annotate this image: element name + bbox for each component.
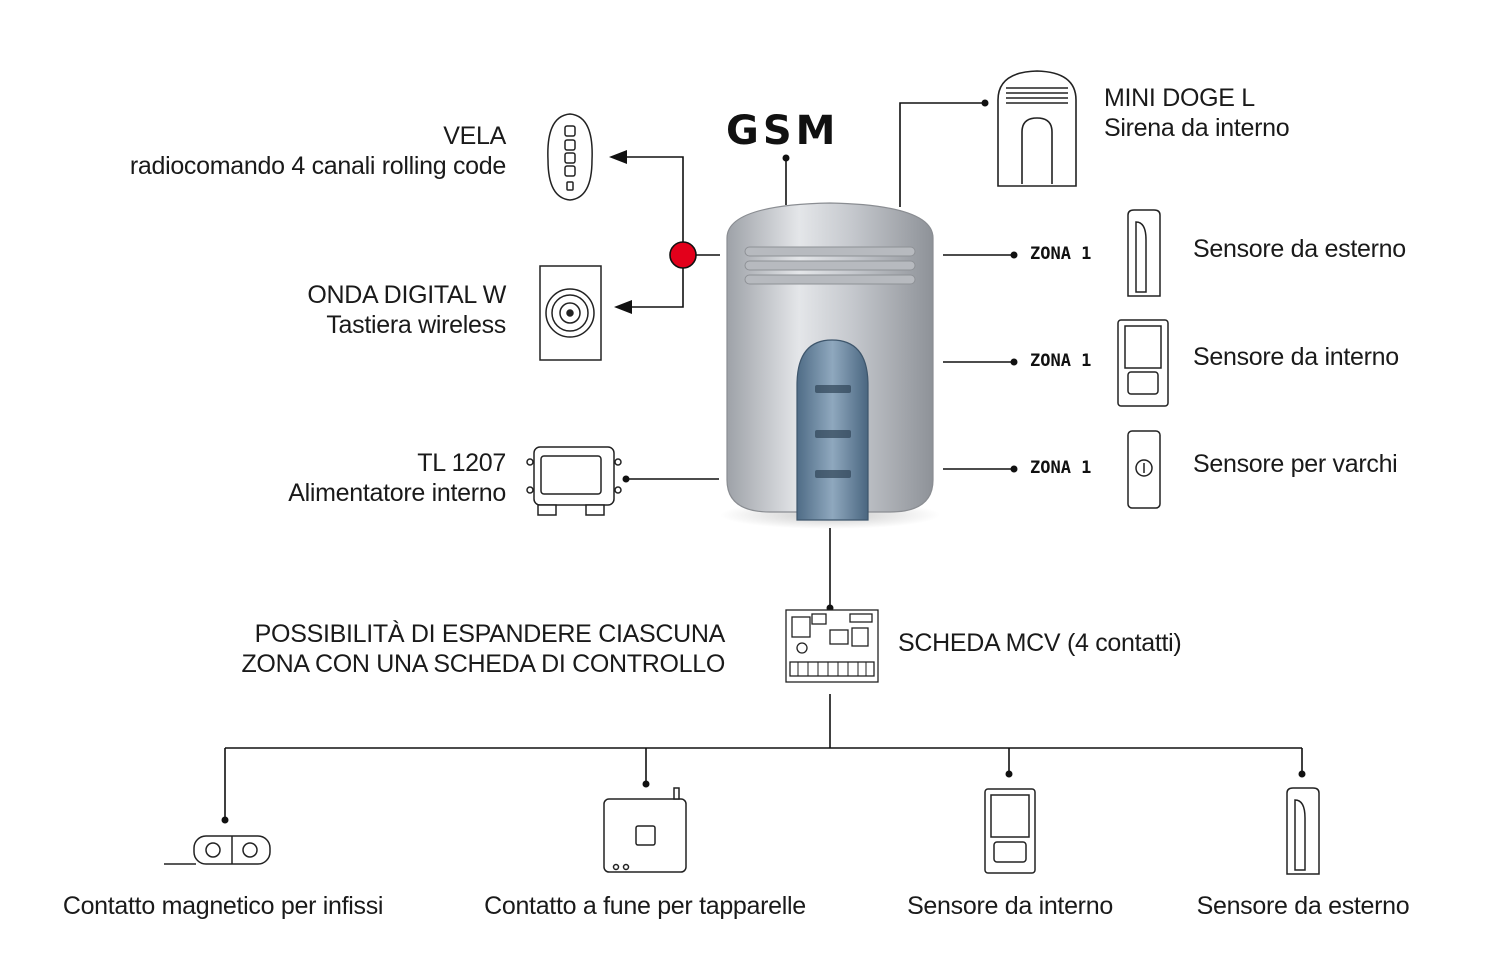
vela-label: VELA radiocomando 4 canali rolling code: [130, 121, 506, 181]
arrow-to-vela: [609, 150, 627, 164]
bottom-label-magnetic: Contatto magnetico per infissi: [62, 892, 384, 920]
tl1207-psu-icon: [526, 446, 622, 516]
siren-line: [899, 102, 985, 207]
onda-title: ONDA DIGITAL W: [307, 281, 506, 309]
onda-label: ONDA DIGITAL W Tastiera wireless: [307, 280, 506, 340]
bottom-label-outdoor: Sensore da esterno: [1196, 892, 1410, 920]
zone-label-1: ZONA 1: [1030, 244, 1092, 264]
expansion-note: POSSIBILITÀ DI ESPANDERE CIASCUNA ZONA C…: [241, 619, 725, 679]
zone-label-3: ZONA 1: [1030, 458, 1092, 478]
rope-contact-icon: [603, 787, 687, 873]
indoor-sensor-icon: [1117, 319, 1169, 407]
expansion-note-line2: ZONA CON UNA SCHEDA DI CONTROLLO: [241, 650, 725, 678]
alarm-hub: [720, 202, 940, 529]
onda-line: [618, 255, 684, 308]
tl1207-label: TL 1207 Alimentatore interno: [288, 448, 506, 508]
zone-label-2: ZONA 1: [1030, 351, 1092, 371]
siren-subtitle: Sirena da interno: [1104, 114, 1290, 142]
vela-remote-icon: [547, 113, 593, 201]
siren-label: MINI DOGE L Sirena da interno: [1104, 83, 1290, 143]
arrow-to-onda: [614, 300, 632, 314]
endpoint-dots: [221, 99, 1306, 824]
expansion-note-line1: POSSIBILITÀ DI ESPANDERE CIASCUNA: [254, 620, 726, 648]
vela-title: VELA: [443, 122, 506, 150]
vela-subtitle: radiocomando 4 canali rolling code: [129, 152, 506, 180]
door-sensor-icon: [1127, 430, 1161, 509]
outdoor-sensor-bottom-icon: [1286, 787, 1320, 875]
vela-line: [612, 156, 720, 256]
tl1207-subtitle: Alimentatore interno: [288, 479, 506, 507]
zone-sensor-label-2: Sensore da interno: [1193, 343, 1399, 371]
connection-lines: [224, 102, 1303, 820]
mcv-board-label: SCHEDA MCV (4 contatti): [898, 629, 1182, 657]
gsm-label: GSM: [726, 108, 840, 154]
mini-doge-siren-icon: [997, 70, 1077, 187]
outdoor-sensor-icon: [1127, 209, 1161, 297]
magnetic-contact-icon: [164, 835, 271, 865]
zone-sensor-label-1: Sensore da esterno: [1193, 235, 1406, 263]
onda-keypad-icon: [539, 265, 602, 361]
onda-subtitle: Tastiera wireless: [326, 311, 506, 339]
wireless-junction: [669, 241, 697, 269]
mcv-board-icon: [785, 609, 879, 683]
bottom-label-indoor: Sensore da interno: [907, 892, 1113, 920]
arrows: [609, 150, 632, 314]
indoor-sensor-bottom-icon: [984, 788, 1036, 874]
tl1207-title: TL 1207: [417, 449, 506, 477]
bottom-label-rope: Contatto a fune per tapparelle: [484, 892, 806, 920]
zone-sensor-label-3: Sensore per varchi: [1193, 450, 1398, 478]
siren-title: MINI DOGE L: [1104, 84, 1255, 112]
